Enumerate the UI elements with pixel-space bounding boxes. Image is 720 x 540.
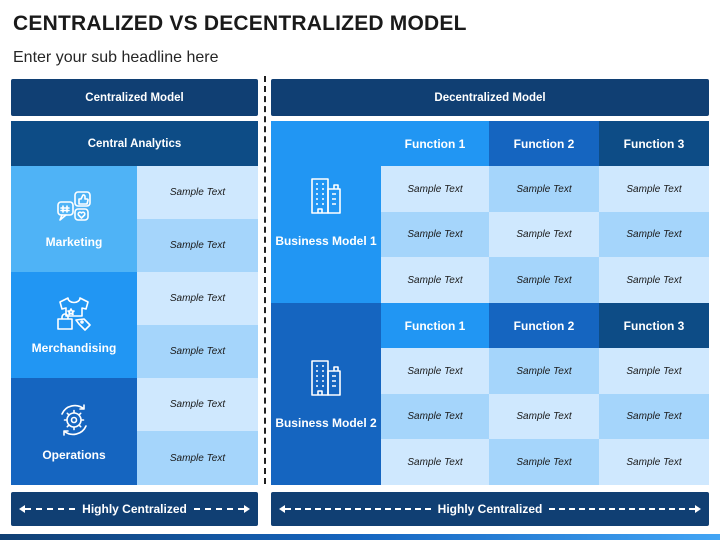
sample-cell: Sample Text <box>489 212 599 257</box>
category-operations: Operations <box>11 378 137 485</box>
function-header: Function 3 <box>599 303 709 348</box>
sample-cell: Sample Text <box>381 394 489 439</box>
category-marketing: Marketing <box>11 166 137 272</box>
dashed-divider <box>264 76 266 484</box>
sample-cell: Sample Text <box>599 394 709 439</box>
sample-cell: Sample Text <box>137 166 258 219</box>
sample-cell: Sample Text <box>137 219 258 272</box>
scale-label: Highly Centralized <box>437 502 543 516</box>
function-header: Function 1 <box>381 303 489 348</box>
sample-cell: Sample Text <box>381 348 489 394</box>
sample-cell: Sample Text <box>489 348 599 394</box>
sample-cell: Sample Text <box>381 166 489 212</box>
sample-cell: Sample Text <box>137 431 258 485</box>
sample-cell: Sample Text <box>381 212 489 257</box>
page-title: CENTRALIZED VS DECENTRALIZED MODEL <box>13 12 467 35</box>
business-model-2: Business Model 2 <box>271 303 381 485</box>
function-header: Function 2 <box>489 121 599 166</box>
central-analytics-header: Central Analytics <box>87 137 182 150</box>
sample-cell: Sample Text <box>489 394 599 439</box>
category-merchandising: Merchandising <box>11 272 137 378</box>
sample-cell: Sample Text <box>137 325 258 378</box>
operations-icon <box>56 402 92 441</box>
sample-cell: Sample Text <box>599 439 709 485</box>
building-icon <box>308 357 344 415</box>
decentralized-model-header: Decentralized Model <box>271 79 709 116</box>
sample-cell: Sample Text <box>599 166 709 212</box>
centralized-model-header: Centralized Model <box>11 79 258 116</box>
business-model-1: Business Model 1 <box>271 121 381 303</box>
sample-cell: Sample Text <box>381 257 489 303</box>
category-label: Merchandising <box>31 341 117 355</box>
category-label: Marketing <box>45 235 103 249</box>
function-header: Function 2 <box>489 303 599 348</box>
sample-cell: Sample Text <box>599 257 709 303</box>
sample-cell: Sample Text <box>137 378 258 431</box>
sample-cell: Sample Text <box>489 439 599 485</box>
dashed-line <box>285 508 431 510</box>
function-header: Function 3 <box>599 121 709 166</box>
centralized-panel: Central Analytics Marketing <box>11 121 258 485</box>
sample-cell: Sample Text <box>137 272 258 325</box>
arrow-left-icon <box>19 505 25 513</box>
arrow-left-icon <box>279 505 285 513</box>
sample-cell: Sample Text <box>599 212 709 257</box>
dashed-line <box>25 508 76 510</box>
sample-cell: Sample Text <box>381 439 489 485</box>
marketing-icon <box>56 189 92 228</box>
decentralized-panel: Business Model 1 Function 1 Function 2 F… <box>271 121 709 485</box>
building-icon <box>308 175 344 233</box>
sample-cell: Sample Text <box>489 166 599 212</box>
scale-label: Highly Centralized <box>82 502 187 516</box>
dashed-line <box>549 508 695 510</box>
dashed-line <box>193 508 244 510</box>
sample-cell: Sample Text <box>599 348 709 394</box>
centralized-scale-bar: Highly Centralized <box>11 492 258 526</box>
business-model-label: Business Model 1 <box>275 234 377 248</box>
arrow-right-icon <box>695 505 701 513</box>
function-header: Function 1 <box>381 121 489 166</box>
arrow-right-icon <box>244 505 250 513</box>
category-label: Operations <box>42 447 106 462</box>
sample-cell: Sample Text <box>489 257 599 303</box>
bottom-accent-strip <box>0 534 720 540</box>
page-subtitle: Enter your sub headline here <box>13 49 219 66</box>
merchandising-icon <box>56 295 92 334</box>
decentralized-scale-bar: Highly Centralized <box>271 492 709 526</box>
business-model-label: Business Model 2 <box>275 416 377 430</box>
